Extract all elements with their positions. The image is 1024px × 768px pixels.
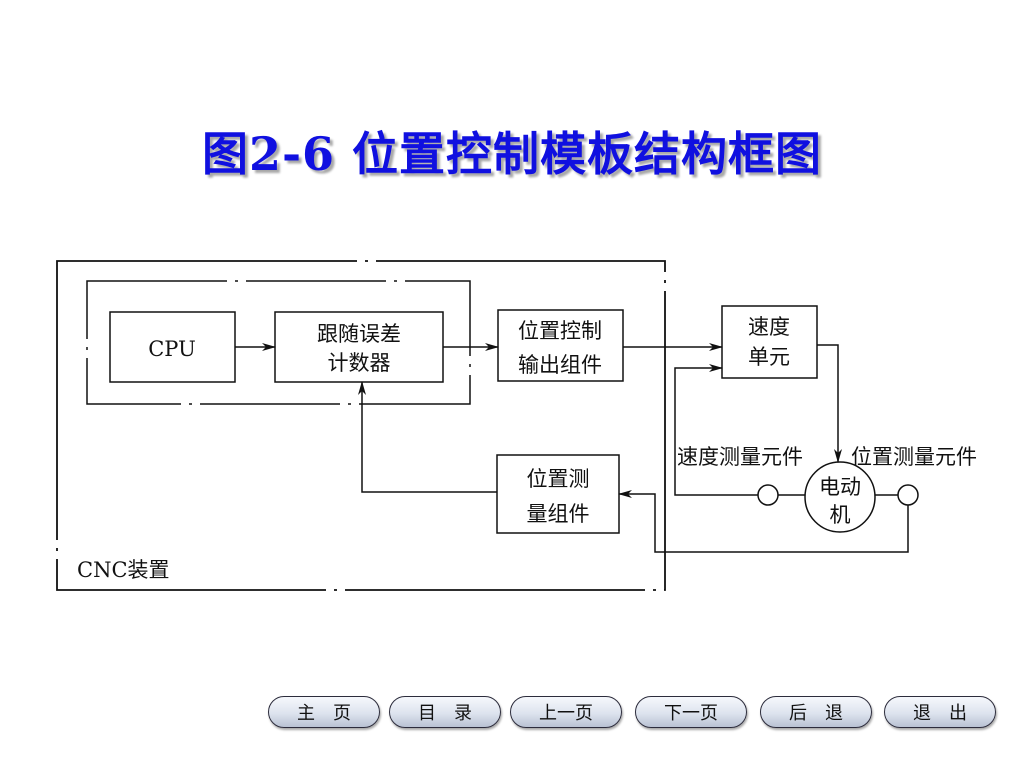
speed-sensor-circle: [757, 484, 779, 506]
counter-label-line1: 跟随误差: [317, 322, 401, 346]
exit-button[interactable]: 退 出: [884, 696, 996, 728]
page-title: 图2-6 位置控制模板结构框图: [201, 127, 823, 181]
counter-label-line2: 计数器: [328, 351, 391, 375]
measure-label-line1: 位置测: [527, 467, 590, 491]
arrow-speed-unit-to-motor: [817, 344, 842, 463]
motor-label-line1: 电动: [819, 475, 861, 499]
position-sensor-circle: [897, 484, 919, 506]
back-button[interactable]: 后 退: [760, 696, 872, 728]
measure-label-line2: 量组件: [527, 502, 590, 526]
speed-sensor-label: 速度测量元件: [677, 445, 803, 469]
cnc-boundary: [56, 260, 666, 591]
output-label-line2: 输出组件: [518, 353, 602, 377]
arrow-measure-to-counter: [358, 381, 497, 493]
arrow-speed-feedback: [674, 364, 758, 496]
speed-unit-block: [721, 305, 818, 379]
position-sensor-label: 位置测量元件: [851, 445, 977, 469]
speed-unit-label-line2: 单元: [748, 345, 790, 369]
cnc-label: CNC装置: [77, 558, 170, 582]
speed-unit-label-line1: 速度: [748, 315, 790, 339]
cpu-label: CPU: [148, 337, 196, 361]
motor-label-line2: 机: [830, 503, 851, 527]
arrow-position-feedback: [618, 490, 909, 553]
module-boundary: [86, 280, 471, 405]
next-page-button[interactable]: 下一页: [635, 696, 747, 728]
contents-button[interactable]: 目 录: [389, 696, 501, 728]
home-button[interactable]: 主 页: [268, 696, 380, 728]
previous-page-button[interactable]: 上一页: [510, 696, 622, 728]
output-label-line1: 位置控制: [518, 319, 602, 343]
